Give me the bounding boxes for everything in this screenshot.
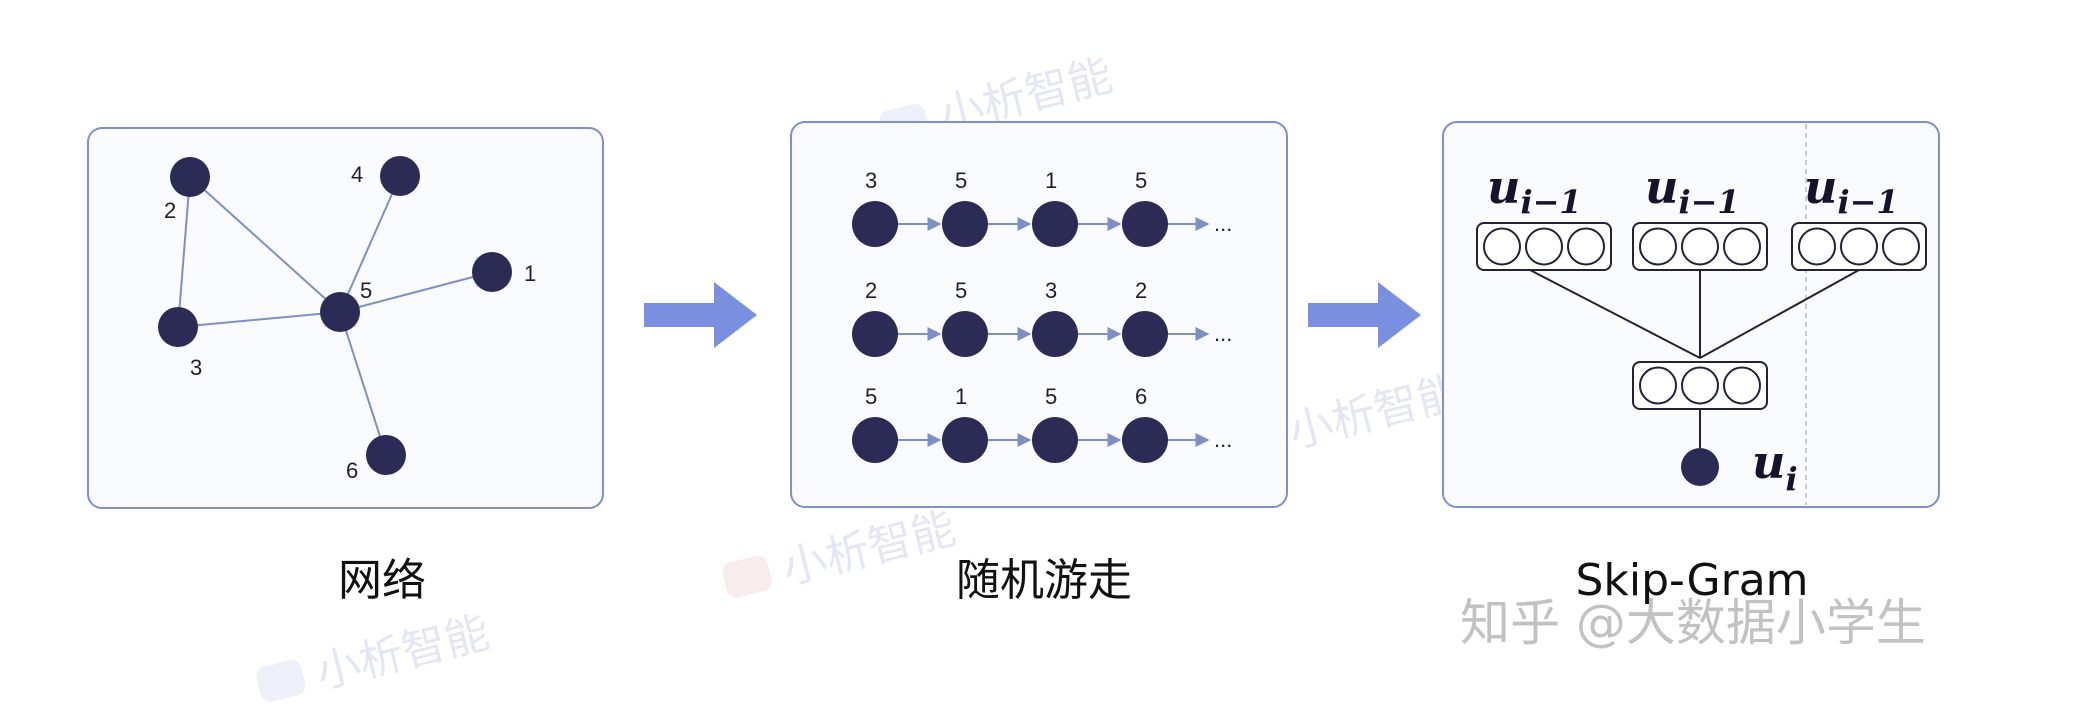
walk-node xyxy=(1122,201,1168,247)
vector-cell xyxy=(1681,227,1719,266)
flow-arrow-icon xyxy=(1308,282,1421,348)
random-walk-caption: 随机游走 xyxy=(956,555,1132,606)
walk-node xyxy=(1032,311,1078,357)
network-panel: 2 4 5 1 3 6 xyxy=(87,127,604,509)
vector-cell xyxy=(1639,366,1677,405)
walk-node-label: 6 xyxy=(1135,384,1147,409)
walk-node xyxy=(942,201,988,247)
walk-ellipsis: ... xyxy=(1214,211,1232,236)
walk-node xyxy=(852,201,898,247)
graph-node xyxy=(380,156,420,196)
graph-node xyxy=(366,435,406,475)
vector-cell xyxy=(1639,227,1677,266)
walk-node-label: 1 xyxy=(1045,168,1057,193)
walk-node xyxy=(942,311,988,357)
graph-node xyxy=(320,292,360,332)
walk-node xyxy=(1032,417,1078,463)
walk-node-label: 2 xyxy=(865,278,877,303)
node-label: 3 xyxy=(190,355,202,380)
walk-node-label: 5 xyxy=(955,168,967,193)
vector-cell xyxy=(1681,366,1719,405)
edge xyxy=(339,175,401,313)
vector-cell xyxy=(1483,227,1521,266)
context-vectors xyxy=(1476,222,1927,410)
watermark-signature: 知乎 @大数据小学生 xyxy=(1460,594,1926,652)
vector-cell xyxy=(1882,227,1920,266)
walk-node xyxy=(852,417,898,463)
walk-row: 3 5 1 5... xyxy=(852,168,1232,247)
network-nodes xyxy=(158,156,512,475)
flow-arrow-icon xyxy=(644,282,757,348)
edge xyxy=(177,176,191,328)
node-label: 5 xyxy=(360,278,372,303)
skipgram-panel-frame xyxy=(1442,121,1940,508)
walk-node-label: 5 xyxy=(1135,168,1147,193)
edge xyxy=(339,311,387,456)
skipgram-caption: Skip-Gram xyxy=(1575,555,1808,606)
link xyxy=(1529,269,1701,359)
output-node xyxy=(1681,448,1719,486)
node-label: 2 xyxy=(164,198,176,223)
walk-node-label: 5 xyxy=(955,278,967,303)
walk-row: 5 1 5 6... xyxy=(852,384,1232,463)
edge xyxy=(339,271,493,313)
vector-cell xyxy=(1840,227,1878,266)
walk-row: 2 5 3 2... xyxy=(852,278,1232,357)
context-label: ui−1 xyxy=(1487,160,1582,221)
walk-node xyxy=(852,311,898,357)
skipgram-panel: ui−1 ui−1 ui−1 ui xyxy=(1442,121,1940,508)
edge xyxy=(177,311,341,328)
walk-node-label: 5 xyxy=(1045,384,1057,409)
output-label: ui xyxy=(1752,435,1798,498)
context-label: ui−1 xyxy=(1804,160,1899,221)
walk-node xyxy=(1122,311,1168,357)
vector-cell xyxy=(1798,227,1836,266)
walk-node xyxy=(942,417,988,463)
graph-node xyxy=(472,252,512,292)
watermark-brand: 小析智能 xyxy=(311,607,494,699)
watermark-brand: 小析智能 xyxy=(1284,366,1467,458)
walk-node-label: 3 xyxy=(1045,278,1057,303)
link xyxy=(1699,269,1860,359)
walk-node-label: 2 xyxy=(1135,278,1147,303)
vector-cell xyxy=(1525,227,1563,266)
network-edges xyxy=(177,175,493,456)
watermark-brand: 小析智能 xyxy=(778,503,961,595)
node-label: 1 xyxy=(524,261,536,286)
vector-cell xyxy=(1567,227,1605,266)
random-walk-sequences: 3 5 1 5... 2 5 3 2... 5 1 5 6... xyxy=(852,168,1232,463)
walk-node-label: 3 xyxy=(865,168,877,193)
brand-logo-icon xyxy=(722,555,772,598)
graph-node xyxy=(170,157,210,197)
node-label: 4 xyxy=(351,162,363,187)
brand-logo-icon xyxy=(256,660,306,702)
edge xyxy=(189,176,341,313)
node-label: 6 xyxy=(346,458,358,483)
walk-ellipsis: ... xyxy=(1214,427,1232,452)
walk-node-label: 5 xyxy=(865,384,877,409)
skipgram-links xyxy=(1529,269,1860,448)
graph-node xyxy=(158,307,198,347)
vector-cell xyxy=(1723,227,1761,266)
vector-cell xyxy=(1723,366,1761,405)
network-caption: 网络 xyxy=(338,555,426,606)
walk-node-label: 1 xyxy=(955,384,967,409)
walk-ellipsis: ... xyxy=(1214,321,1232,346)
walk-node xyxy=(1032,201,1078,247)
context-label: ui−1 xyxy=(1645,160,1740,221)
walk-node xyxy=(1122,417,1168,463)
